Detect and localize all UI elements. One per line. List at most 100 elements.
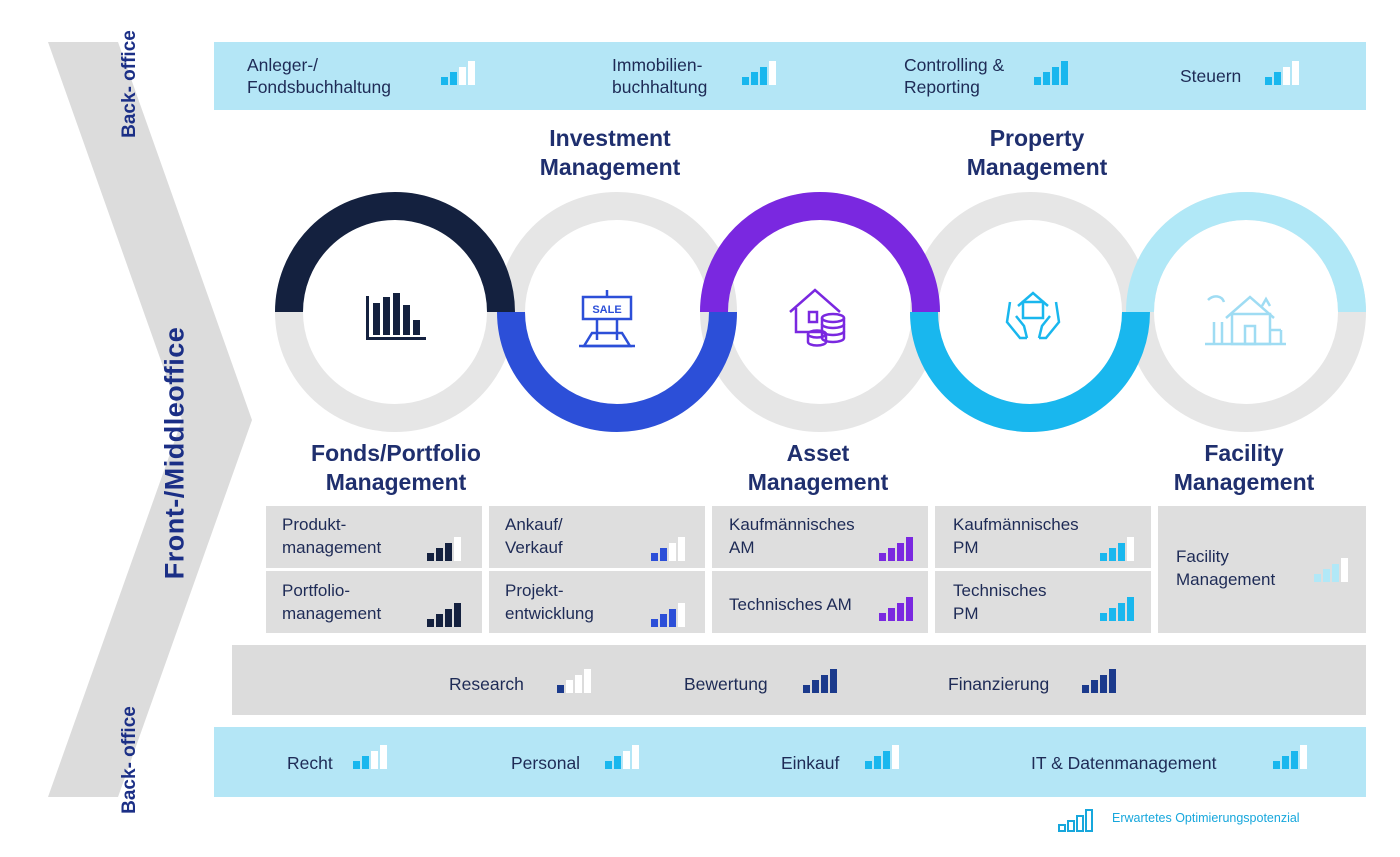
grid-cell-label: Portfolio- management bbox=[282, 581, 382, 623]
potential-bar bbox=[445, 543, 452, 561]
grid-cell-label: Facility Management bbox=[1176, 547, 1276, 589]
signal-bars-icon bbox=[1058, 809, 1093, 832]
potential-bar bbox=[436, 548, 443, 561]
potential-bar bbox=[632, 745, 639, 769]
potential-bar bbox=[879, 553, 886, 561]
potential-bar bbox=[1265, 77, 1272, 85]
arc-fonds-portfolio bbox=[275, 192, 515, 313]
potential-bars-icon bbox=[557, 669, 591, 693]
potential-bar bbox=[669, 609, 676, 627]
potential-bar bbox=[362, 756, 369, 769]
potential-bar bbox=[821, 675, 828, 693]
mid-band-label: Finanzierung bbox=[948, 674, 1050, 694]
grid-cell-label: Kaufmännisches AM bbox=[729, 515, 855, 557]
potential-bar bbox=[450, 72, 457, 85]
potential-bar bbox=[678, 603, 685, 627]
heading-investment-management: Investment Management bbox=[539, 125, 681, 180]
potential-bar bbox=[1332, 564, 1339, 582]
potential-bar bbox=[897, 543, 904, 561]
potential-bars-icon bbox=[865, 745, 899, 769]
potential-bar bbox=[760, 67, 767, 85]
potential-bar bbox=[660, 548, 667, 561]
arc-property bbox=[910, 311, 1150, 432]
potential-bar bbox=[1043, 72, 1050, 85]
potential-bar bbox=[1100, 675, 1107, 693]
potential-bar bbox=[888, 548, 895, 561]
arc-investment bbox=[497, 311, 737, 432]
potential-bars-icon bbox=[1314, 558, 1348, 582]
potential-bar bbox=[353, 761, 360, 769]
potential-bars-icon bbox=[879, 597, 913, 621]
potential-bar bbox=[371, 751, 378, 769]
potential-bar bbox=[1052, 67, 1059, 85]
grid-cell bbox=[935, 571, 1151, 633]
potential-bar bbox=[468, 61, 475, 85]
top-band-label: Immobilien- buchhaltung bbox=[612, 55, 708, 97]
facility-house-icon bbox=[1205, 295, 1286, 346]
potential-bar bbox=[751, 72, 758, 85]
grid-cell-label: Technisches AM bbox=[729, 595, 852, 614]
house-coins-icon bbox=[789, 288, 846, 347]
research-band bbox=[232, 645, 1366, 715]
potential-bar bbox=[1109, 608, 1116, 621]
potential-bar bbox=[830, 669, 837, 693]
potential-bar bbox=[742, 77, 749, 85]
potential-bar bbox=[769, 61, 776, 85]
potential-bar bbox=[605, 761, 612, 769]
backoffice-bottom-label: Back- office bbox=[119, 706, 140, 814]
mid-band-label: Bewertung bbox=[684, 674, 768, 694]
potential-bar bbox=[1100, 553, 1107, 561]
potential-bar bbox=[888, 608, 895, 621]
potential-bar bbox=[669, 543, 676, 561]
svg-text:SALE: SALE bbox=[592, 304, 621, 316]
potential-bar bbox=[892, 745, 899, 769]
bottom-band-label: IT & Datenmanagement bbox=[1031, 753, 1217, 773]
potential-bars-icon bbox=[1082, 669, 1116, 693]
arc-facility bbox=[1126, 192, 1366, 313]
potential-bars-icon bbox=[353, 745, 387, 769]
potential-bar bbox=[1341, 558, 1348, 582]
grid-cell-label: Ankauf/ Verkauf bbox=[505, 515, 563, 557]
potential-bar bbox=[614, 756, 621, 769]
backoffice-top-label: Back- office bbox=[119, 30, 140, 138]
potential-bar bbox=[427, 619, 434, 627]
bottom-band-label: Einkauf bbox=[781, 753, 840, 773]
potential-bar bbox=[865, 761, 872, 769]
arc-asset bbox=[700, 192, 940, 313]
potential-bar bbox=[1034, 77, 1041, 85]
backoffice-top-band bbox=[214, 42, 1366, 110]
potential-bar bbox=[1273, 761, 1280, 769]
potential-bar bbox=[454, 537, 461, 561]
potential-bar bbox=[1274, 72, 1281, 85]
potential-bar bbox=[660, 614, 667, 627]
heading-facility-management: Facility Management bbox=[1173, 440, 1315, 495]
heading-property-management: Property Management bbox=[966, 125, 1108, 180]
grid-cell-label: Kaufmännisches PM bbox=[953, 515, 1079, 557]
grid-cell-label: Technisches PM bbox=[953, 581, 1047, 623]
potential-bar bbox=[1109, 548, 1116, 561]
potential-bar bbox=[1291, 751, 1298, 769]
top-band-label: Anleger-/ Fondsbuchhaltung bbox=[247, 55, 391, 97]
potential-bar bbox=[879, 613, 886, 621]
grid-cell bbox=[712, 571, 928, 633]
grid-cell-label: Produkt- management bbox=[282, 515, 382, 557]
potential-bars-icon bbox=[1100, 597, 1134, 621]
potential-bar bbox=[883, 751, 890, 769]
potential-bars-icon bbox=[441, 61, 475, 85]
potential-bars-icon bbox=[427, 537, 461, 561]
potential-bar bbox=[897, 603, 904, 621]
potential-bar bbox=[1283, 67, 1290, 85]
potential-bar bbox=[1100, 613, 1107, 621]
potential-bar bbox=[623, 751, 630, 769]
potential-bar bbox=[584, 669, 591, 693]
potential-bar bbox=[1082, 685, 1089, 693]
potential-bar bbox=[1314, 574, 1321, 582]
potential-bar bbox=[1323, 569, 1330, 582]
potential-bar bbox=[1300, 745, 1307, 769]
potential-bar bbox=[575, 675, 582, 693]
potential-bars-icon bbox=[1034, 61, 1068, 85]
potential-bar bbox=[651, 553, 658, 561]
potential-bar bbox=[812, 680, 819, 693]
